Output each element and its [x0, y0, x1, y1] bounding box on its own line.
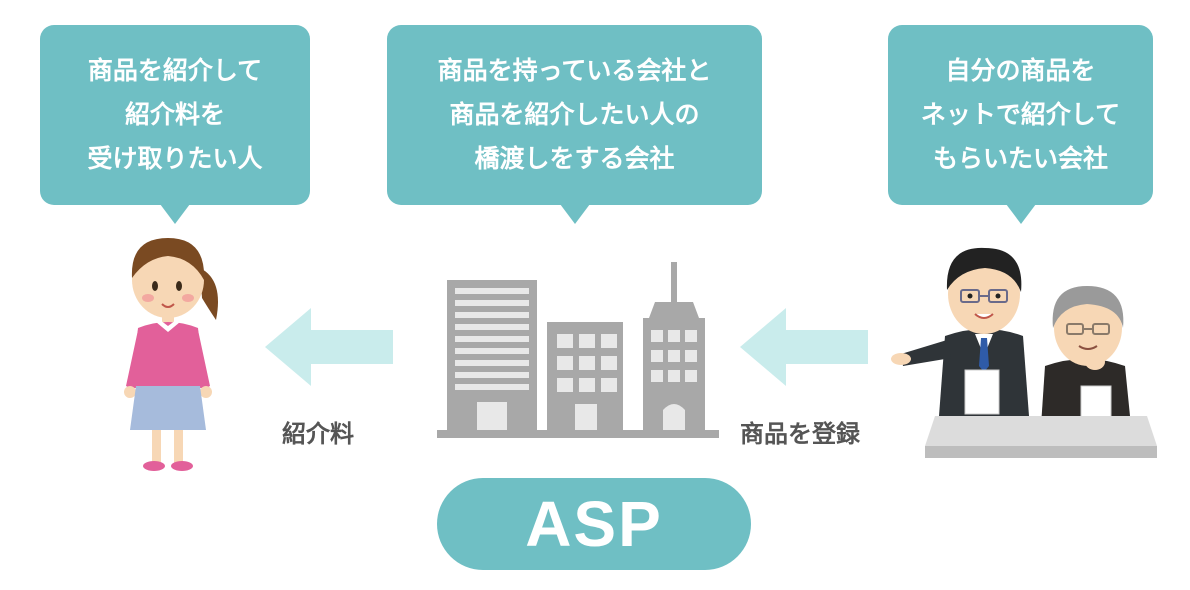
asp-speech-bubble: 商品を持っている会社と 商品を紹介したい人の 橋渡しをする会社 — [387, 25, 762, 224]
asp-badge: ASP — [437, 478, 751, 570]
bubble-line: 受け取りたい人 — [87, 144, 263, 173]
register-caption: 商品を登録 — [740, 420, 860, 448]
advertiser-businessmen-icon — [891, 247, 1157, 458]
bubble-line: 商品を紹介して — [87, 56, 263, 85]
affiliate-speech-bubble: 商品を紹介して 紹介料を 受け取りたい人 — [40, 25, 310, 224]
fee-caption: 紹介料 — [282, 420, 354, 448]
bubble-line: ネットで紹介して — [920, 100, 1121, 129]
bubble-line: もらいたい会社 — [932, 144, 1108, 173]
left-arrow-icon — [740, 308, 868, 386]
bubble-line: 紹介料を — [124, 100, 225, 129]
bubble-line: 橋渡しをする会社 — [474, 144, 675, 173]
bubble-line: 商品を紹介したい人の — [449, 100, 700, 129]
affiliate-woman-icon — [124, 238, 218, 471]
left-arrow-icon — [265, 308, 393, 386]
bubble-line: 商品を持っている会社と — [437, 56, 712, 85]
asp-buildings-icon — [437, 262, 719, 438]
bubble-line: 自分の商品を — [945, 56, 1096, 85]
advertiser-speech-bubble: 自分の商品を ネットで紹介して もらいたい会社 — [888, 25, 1153, 224]
